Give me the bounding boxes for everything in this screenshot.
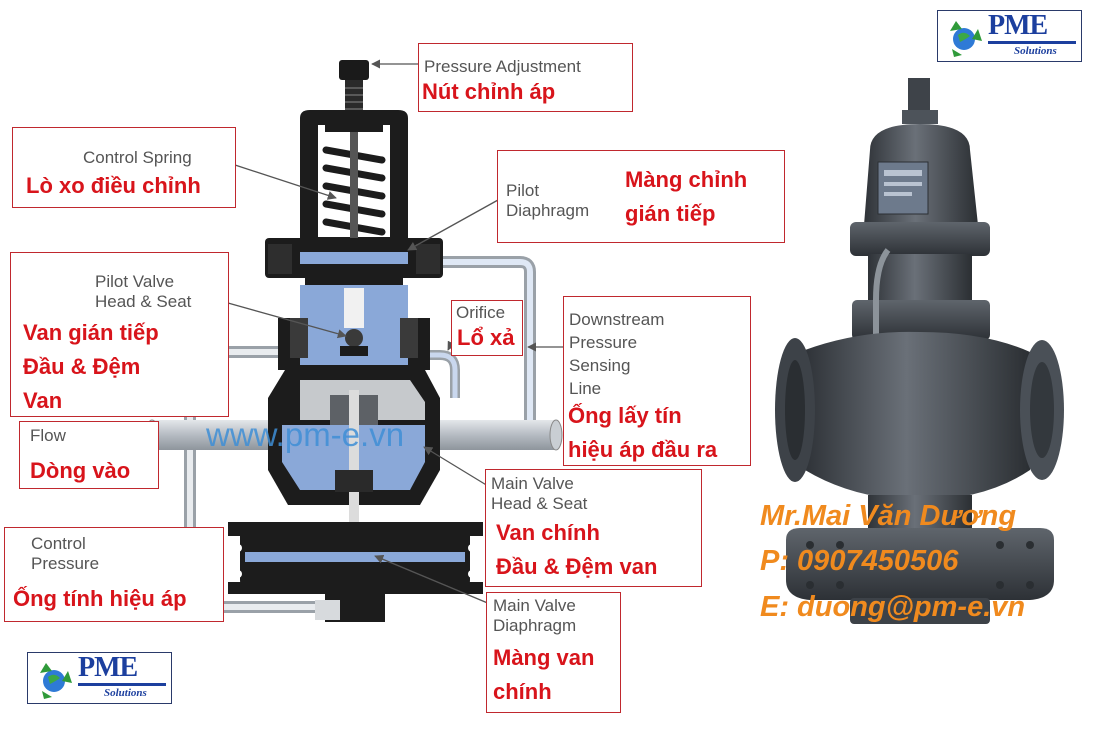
contact-phone: P: 0907450506 (760, 545, 959, 577)
cutaway-valve (145, 60, 563, 622)
label-en-flow: Flow (30, 426, 66, 445)
logo-underline (78, 683, 166, 686)
label-en-main-valve-head: Main Valve Head & Seat (491, 474, 588, 513)
pme-logo-top: PME Solutions (937, 10, 1082, 62)
pme-logo-bottom: PME Solutions (27, 652, 172, 704)
logo-brand: PME (78, 652, 138, 683)
callout-control-pressure: Control Pressure Ống tính hiệu áp (4, 527, 224, 622)
contact-email: E: duong@pm-e.vn (760, 591, 1026, 623)
label-vi-pressure-adjustment: Nút chỉnh áp (422, 79, 556, 104)
label-vi-control-spring: Lò xo điều chỉnh (26, 173, 201, 198)
label-vi-control-pressure: Ống tính hiệu áp (13, 586, 187, 611)
valve-photo (775, 78, 1064, 624)
logo-brand: PME (988, 10, 1048, 41)
logo-tagline: Solutions (104, 687, 147, 699)
label-en-orifice: Orifice (456, 303, 506, 322)
callout-main-valve-head: Main Valve Head & Seat Van chính Đầu & Đ… (485, 469, 702, 587)
callout-control-spring: Control Spring Lò xo điều chỉnh (12, 127, 236, 208)
label-vi-orifice: Lổ xả (457, 325, 515, 350)
label-vi-main-valve-head: Van chính Đầu & Đệm van (496, 520, 658, 579)
label-vi-main-valve-diaphragm: Màng van chính (493, 645, 595, 704)
label-en-pilot-valve: Pilot Valve Head & Seat (95, 272, 192, 311)
label-en-control-spring: Control Spring (83, 148, 192, 167)
label-en-pressure-adjustment: Pressure Adjustment (424, 57, 581, 76)
logo-tagline: Solutions (1014, 45, 1057, 57)
callout-pilot-valve: Pilot Valve Head & Seat Van gián tiếp Đầ… (10, 252, 229, 417)
callout-flow: Flow Dòng vào (19, 421, 159, 489)
label-vi-downstream: Ống lấy tín hiệu áp đầu ra (568, 403, 718, 462)
label-vi-pilot-diaphragm: Màng chỉnh gián tiếp (625, 167, 748, 226)
callout-pilot-diaphragm: Pilot Diaphragm Màng chỉnh gián tiếp (497, 150, 785, 243)
callout-downstream-sensing-line: Downstream Pressure Sensing Line Ống lấy… (563, 296, 751, 466)
label-en-pilot-diaphragm: Pilot Diaphragm (506, 181, 590, 220)
callout-orifice: Orifice Lổ xả (451, 300, 523, 356)
recycle-globe-icon (950, 21, 982, 57)
logo-underline (988, 41, 1076, 44)
contact-name: Mr.Mai Văn Dương (760, 500, 1017, 532)
label-vi-pilot-valve: Van gián tiếp Đầu & Đệm Van (23, 320, 159, 413)
callout-pressure-adjustment: Pressure Adjustment Nút chỉnh áp (418, 43, 633, 112)
label-vi-flow: Dòng vào (30, 458, 131, 483)
label-en-main-valve-diaphragm: Main Valve Diaphragm (493, 596, 577, 635)
label-en-downstream: Downstream Pressure Sensing Line (569, 310, 665, 398)
website-watermark: www.pm-e.vn (206, 416, 405, 453)
recycle-globe-icon (40, 663, 72, 699)
callout-main-valve-diaphragm: Main Valve Diaphragm Màng van chính (486, 592, 621, 713)
label-en-control-pressure: Control Pressure (31, 534, 100, 573)
